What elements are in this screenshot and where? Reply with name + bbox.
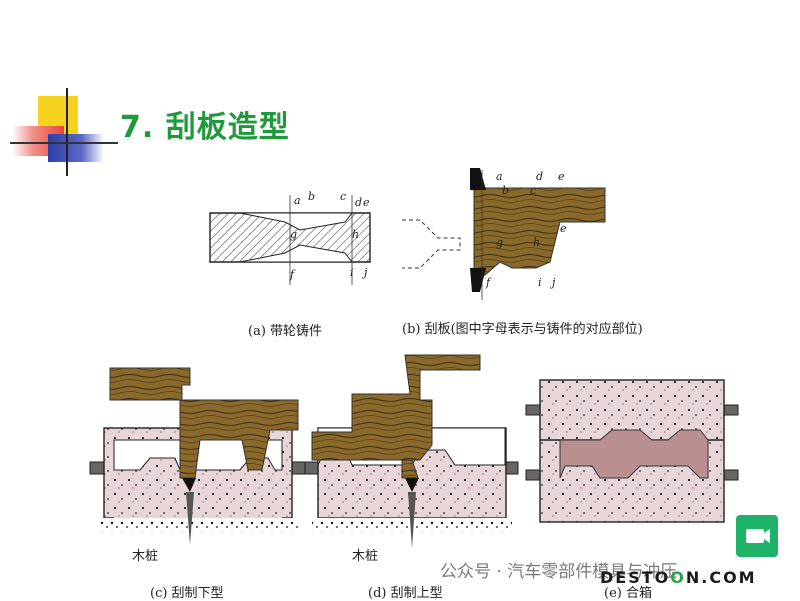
cope-scraping xyxy=(304,354,519,548)
deco-blue-square xyxy=(48,134,104,162)
label-e2-right: e xyxy=(560,222,567,235)
caption-d: (d) 刮制上型 xyxy=(368,586,443,601)
label-f-left: f xyxy=(290,268,295,281)
label-i-right: i xyxy=(538,276,542,289)
caption-e: (e) 合箱 xyxy=(604,586,652,601)
stake-label-d: 木桩 xyxy=(352,549,379,564)
pulley-casting-section xyxy=(209,195,371,285)
caption-b: (b) 刮板(图中字母表示与铸件的对应部位) xyxy=(402,322,643,337)
label-d-right: d xyxy=(536,170,544,183)
label-d-left: d xyxy=(355,196,363,209)
label-f-right: f xyxy=(486,276,491,289)
label-b-left: b xyxy=(308,190,316,203)
caption-a: (a) 带轮铸件 xyxy=(248,324,323,339)
drag-scraping xyxy=(89,367,307,545)
mold-closing xyxy=(525,379,739,523)
caption-c: (c) 刮制下型 xyxy=(150,586,224,601)
label-c-right: c xyxy=(530,184,537,197)
stake-label-c: 木桩 xyxy=(132,549,159,564)
slide-title: 7. 刮板造型 xyxy=(120,110,290,145)
label-e-left: e xyxy=(363,196,370,209)
label-j-left: j xyxy=(364,266,368,279)
label-g-left: g xyxy=(290,228,298,241)
brand-logo-icon xyxy=(736,515,778,557)
label-c-left: c xyxy=(340,190,347,203)
brand-watermark: DESTOON.COM xyxy=(600,568,757,587)
label-j-right: j xyxy=(552,276,556,289)
label-a-right: a xyxy=(496,170,503,183)
deco-horizontal-line xyxy=(10,142,118,144)
label-h-right: h xyxy=(533,236,541,249)
scraper-board xyxy=(402,168,606,300)
deco-vertical-line xyxy=(66,88,68,176)
label-i-left: i xyxy=(350,266,354,279)
watermark-text: 公众号 · 汽车零部件模具与冲压 xyxy=(440,562,678,582)
label-g-right: g xyxy=(496,236,504,249)
label-a-left: a xyxy=(294,194,301,207)
label-h-left: h xyxy=(352,228,360,241)
label-e-right: e xyxy=(558,170,565,183)
label-b-right: b xyxy=(502,184,510,197)
